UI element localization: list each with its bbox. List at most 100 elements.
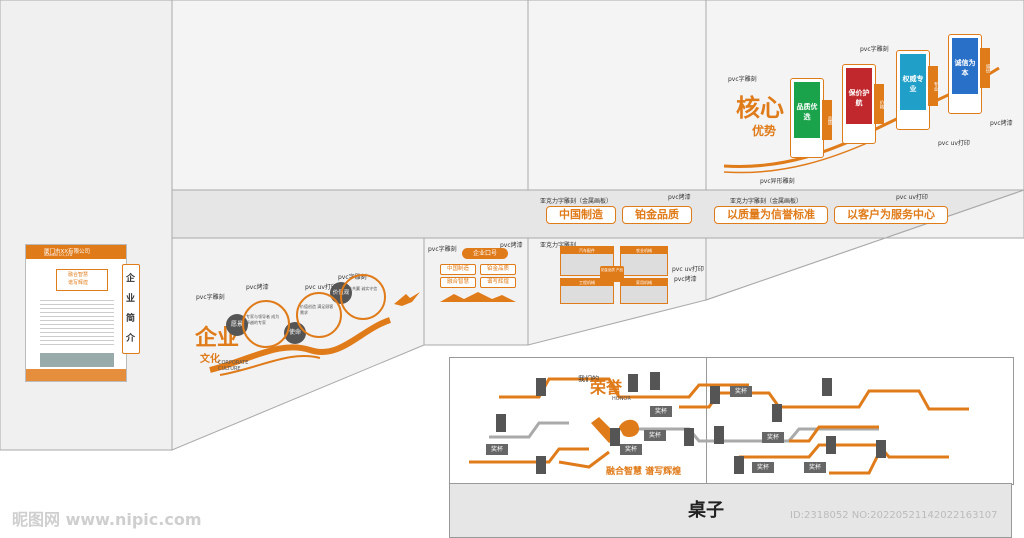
core-card-title: 品质优选 — [794, 82, 820, 138]
products-header: 家用机械 — [621, 279, 667, 286]
intro-title-char: 业 — [126, 294, 136, 304]
products-block-3: 工程机械 — [560, 278, 614, 304]
desk-label: 桌子 — [688, 500, 724, 521]
culture-annot-carve: pvc字雕刻 — [196, 294, 225, 301]
trophy-slot — [650, 372, 660, 390]
trophy-label: 奖杯 — [752, 462, 774, 473]
band-pill: 以客户为服务中心 — [834, 206, 948, 224]
culture-text-2: 价值创造 满足顾客需求 — [300, 304, 334, 315]
culture-ring-2 — [296, 292, 342, 338]
desk: 桌子 — [449, 483, 1012, 538]
slogan-annot-bake: pvc烤漆 — [500, 242, 523, 249]
core-annot-carve-bottom: pvc异形雕刻 — [760, 178, 795, 185]
products-header: 工程机械 — [561, 279, 613, 286]
trophy-slot — [536, 378, 546, 396]
trophy-slot — [826, 436, 836, 454]
products-center: 铂金品质 产品 — [600, 266, 624, 282]
trophy-label: 奖杯 — [620, 444, 642, 455]
slogan-item: 谱写辉煌 — [480, 277, 516, 288]
trophy-slot — [772, 404, 782, 422]
trophy-label: 奖杯 — [762, 432, 784, 443]
culture-annot-uv: pvc uv打印 — [305, 284, 337, 291]
products-annot-uv: pvc uv打印 — [672, 266, 704, 273]
core-card-1: 品质优选 — [790, 78, 824, 158]
watermark-right: ID:2318052 NO:20220521142022163107 — [790, 510, 998, 521]
intro-company-name: 厦门市XX有限公司 — [44, 249, 91, 255]
intro-title-char: 企 — [126, 274, 136, 284]
culture-en-2: CULTURE — [218, 366, 241, 372]
core-card-tab: 专业 — [928, 66, 938, 106]
core-annot-bake: pvc烤漆 — [990, 120, 1013, 127]
band-pill: 铂金品质 — [622, 206, 692, 224]
core-card-3: 权威专业 — [896, 50, 930, 130]
intro-title-strip: 企 业 简 介 — [122, 264, 140, 354]
trophy-slot — [684, 428, 694, 446]
honor-lines — [469, 377, 969, 475]
intro-panel: 厦门市XX有限公司 XIAMEN CO.,LTD 融合智慧 谱写辉煌 — [25, 244, 127, 382]
honor-small-label: 我们的 — [578, 375, 599, 383]
core-card-title: 保价护航 — [846, 68, 872, 124]
products-block-4: 家用机械 — [620, 278, 668, 304]
products-header: 农业机械 — [621, 247, 667, 254]
culture-ring-3 — [340, 274, 386, 320]
slogan-header: 企业口号 — [462, 248, 508, 259]
band-annot-right: 亚克力字雕刻（金属画板） — [730, 198, 803, 205]
intro-title-char: 介 — [126, 334, 136, 344]
culture-text-1: 专家与领导者 成为卓越的专家 — [246, 314, 280, 325]
band-pill: 中国制造 — [546, 206, 616, 224]
trophy-label: 奖杯 — [486, 444, 508, 455]
slogan-item: 融合智慧 — [440, 277, 476, 288]
core-annot-carve-top: pvc字雕刻 — [860, 46, 889, 53]
intro-title-char: 简 — [126, 314, 136, 324]
band-annot-left: 亚克力字雕刻（金属画板） — [540, 198, 613, 205]
core-subtitle: 优势 — [752, 124, 777, 138]
band-annot-right-uv: pvc uv打印 — [896, 194, 928, 201]
culture-ring-1 — [242, 300, 290, 348]
trophy-slot — [876, 440, 886, 458]
trophy-label: 奖杯 — [730, 386, 752, 397]
slogan-item: 铂金品质 — [480, 264, 516, 275]
honor-en: HONOR — [612, 396, 631, 402]
culture-annot-bake: pvc烤漆 — [246, 284, 269, 291]
trophy-slot — [610, 428, 620, 446]
core-card-title: 诚信为本 — [952, 38, 978, 94]
products-annot-acrylic: 亚克力字雕刻 — [540, 242, 577, 249]
core-annot-carve-left: pvc字雕刻 — [728, 76, 757, 83]
core-card-2: 保价护航 — [842, 64, 876, 144]
trophy-slot — [496, 414, 506, 432]
core-annot-uv: pvc uv打印 — [938, 140, 970, 147]
core-card-tab: 价格 — [874, 84, 884, 124]
trophy-label: 奖杯 — [804, 462, 826, 473]
products-block-2: 农业机械 — [620, 246, 668, 276]
slogan-annot-carve: pvc字雕刻 — [428, 246, 457, 253]
culture-en-1: CORPORATE — [218, 360, 249, 366]
trophy-slot — [714, 426, 724, 444]
trophy-slot — [536, 456, 546, 474]
intro-company-sub: XIAMEN CO.,LTD — [44, 253, 73, 257]
core-card-title: 权威专业 — [900, 54, 926, 110]
band-pill: 以质量为信誉标准 — [714, 206, 828, 224]
products-header: 汽车配件 — [561, 247, 613, 254]
core-card-tab: 诚信 — [980, 48, 990, 88]
trophy-label: 奖杯 — [644, 430, 666, 441]
culture-wave — [209, 317, 392, 376]
culture-text-3: 合作共赢 诚实守信 — [344, 286, 378, 291]
honor-title: 荣誉 — [590, 378, 623, 397]
core-card-4: 诚信为本 — [948, 34, 982, 114]
trophy-label: 奖杯 — [650, 406, 672, 417]
watermark-left: 昵图网 www.nipic.com — [12, 510, 202, 529]
intro-slogan-2: 谱写辉煌 — [68, 280, 89, 286]
honor-slogan: 融合智慧 谱写辉煌 — [606, 467, 682, 477]
trophy-slot — [628, 374, 638, 392]
core-title: 核心 — [736, 93, 784, 122]
culture-subtitle: 文化 — [200, 354, 220, 365]
trophy-slot — [710, 386, 720, 404]
bird-icon — [394, 292, 420, 306]
band-annot-left-bake: pvc烤漆 — [668, 194, 691, 201]
core-card-tab: 品质 — [822, 100, 832, 140]
products-annot-bake: pvc烤漆 — [674, 276, 697, 283]
trophy-slot — [734, 456, 744, 474]
intro-slogan-1: 融合智慧 — [68, 272, 89, 278]
slogan-item: 中国制造 — [440, 264, 476, 275]
trophy-slot — [822, 378, 832, 396]
